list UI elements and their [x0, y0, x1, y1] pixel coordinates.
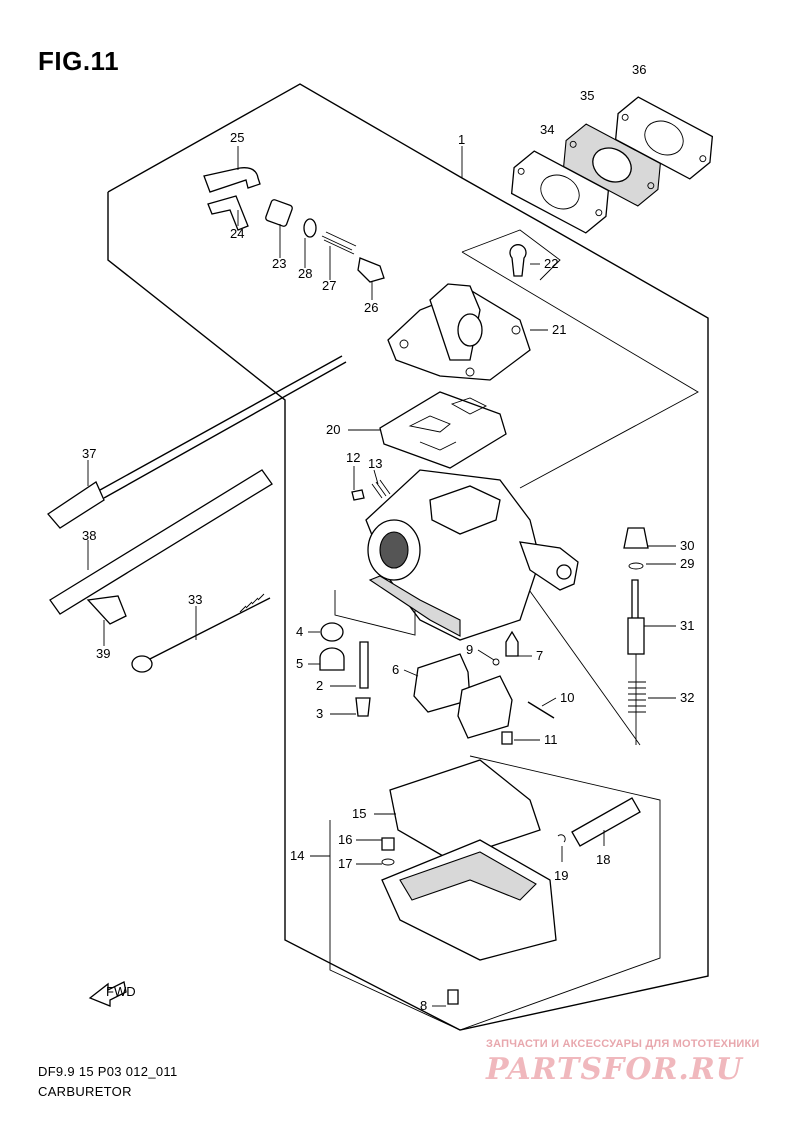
callout-15: 15	[352, 806, 366, 821]
fwd-arrow-label: FWD	[106, 984, 136, 999]
callout-20: 20	[326, 422, 340, 437]
callout-37: 37	[82, 446, 96, 461]
callout-11: 11	[544, 732, 558, 747]
callout-35: 35	[580, 88, 594, 103]
hose-24	[207, 195, 249, 231]
watermark-logo: PARTSFOR.RU	[486, 1052, 743, 1087]
callout-12: 12	[346, 450, 360, 465]
callout-32: 32	[680, 690, 694, 705]
callout-4: 4	[296, 624, 303, 639]
knob-37	[47, 481, 105, 529]
carburetor-body	[351, 469, 579, 641]
hose-38	[49, 469, 273, 615]
cap-30	[623, 527, 649, 549]
watermark-tagline: ЗАПЧАСТИ И АКСЕССУАРЫ ДЛЯ МОТОТЕХНИКИ	[486, 1038, 760, 1050]
figure-title: FIG.11	[38, 46, 120, 76]
gasket-20	[379, 391, 507, 469]
callout-9: 9	[466, 642, 473, 657]
callout-8: 8	[420, 998, 427, 1013]
assembly-outline	[107, 83, 709, 1031]
diagram-code: DF9.9 15 P03 012_011	[38, 1064, 178, 1079]
jet-group	[319, 590, 555, 745]
fitting-group	[203, 167, 385, 283]
diagram-name: CARBURETOR	[38, 1084, 132, 1099]
float-bowl	[329, 755, 661, 1031]
tube-2	[359, 641, 369, 689]
callout-25: 25	[230, 130, 244, 145]
callout-6: 6	[392, 662, 399, 677]
cap-5	[319, 647, 345, 671]
piston-31	[627, 617, 645, 655]
gasket-36	[614, 96, 714, 180]
bolt-33	[139, 597, 271, 665]
clip-19	[557, 834, 566, 843]
callout-38: 38	[82, 528, 96, 543]
callout-22: 22	[544, 256, 558, 271]
needle-7	[505, 630, 519, 657]
left-parts	[47, 355, 347, 673]
fwd-arrow: FWD	[88, 981, 136, 1007]
gasket-35	[563, 123, 661, 207]
pin-10	[527, 701, 555, 719]
callout-7: 7	[536, 648, 543, 663]
callout-31: 31	[680, 618, 694, 633]
float-6b	[457, 675, 513, 739]
callout-14: 14	[290, 848, 304, 863]
callout-36: 36	[632, 62, 646, 77]
callout-23: 23	[272, 256, 286, 271]
gasket-set	[510, 96, 714, 234]
screw-16	[381, 837, 395, 851]
spring-13	[371, 479, 391, 499]
spring-32	[628, 681, 646, 713]
fitting-23	[265, 199, 293, 227]
callout-13: 13	[368, 456, 382, 471]
jet-3	[355, 697, 371, 717]
clip-9	[492, 658, 500, 666]
needle-26	[357, 257, 385, 283]
screw-22	[509, 244, 527, 277]
callout-24: 24	[230, 226, 244, 241]
tube-18	[571, 797, 641, 847]
callout-3: 3	[316, 706, 323, 721]
callout-2: 2	[316, 678, 323, 693]
elbow-25	[203, 167, 261, 193]
screw-12	[351, 489, 365, 501]
callout-30: 30	[680, 538, 694, 553]
clip-29	[628, 562, 644, 570]
callout-19: 19	[554, 868, 568, 883]
callout-28: 28	[298, 266, 312, 281]
callout-21: 21	[552, 322, 566, 337]
o-ring-28	[303, 218, 317, 238]
callout-numbers: 1 2 3 4 5 6 7 8 9 10 11 12 13 14 15 16 1…	[82, 62, 694, 1013]
callout-17: 17	[338, 856, 352, 871]
callout-29: 29	[680, 556, 694, 571]
callout-18: 18	[596, 852, 610, 867]
callout-26: 26	[364, 300, 378, 315]
callout-10: 10	[560, 690, 574, 705]
callout-16: 16	[338, 832, 352, 847]
washer-17	[381, 858, 395, 866]
callout-1: 1	[458, 132, 465, 147]
spring-27	[321, 231, 357, 255]
callout-39: 39	[96, 646, 110, 661]
screw-8	[447, 989, 459, 1005]
callout-33: 33	[188, 592, 202, 607]
gasket-15	[389, 759, 541, 861]
screw-11	[501, 731, 513, 745]
nut-4	[320, 622, 344, 642]
callout-34: 34	[540, 122, 554, 137]
leader-lines	[87, 146, 676, 1007]
callout-5: 5	[296, 656, 303, 671]
clamp-39	[86, 595, 127, 625]
right-parts	[623, 527, 649, 713]
top-cover	[387, 244, 531, 381]
callout-27: 27	[322, 278, 336, 293]
